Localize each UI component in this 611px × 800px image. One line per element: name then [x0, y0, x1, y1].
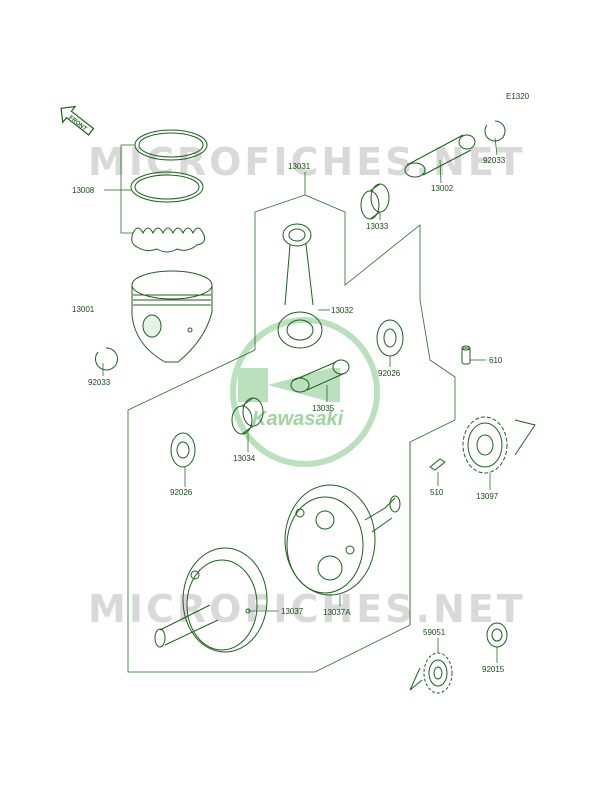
piston-ring-set: [130, 129, 208, 253]
part-label-13033: 13033: [366, 222, 389, 231]
crank-pin: [290, 359, 350, 393]
thrust-washer-right: [376, 319, 404, 357]
diagram-code: E1320: [506, 92, 530, 101]
circlip-right: [484, 120, 506, 142]
part-label-92033-right: 92033: [483, 156, 506, 165]
part-label-13035: 13035: [312, 404, 335, 413]
part-label-13008: 13008: [72, 186, 95, 195]
part-label-13034: 13034: [233, 454, 256, 463]
part-label-13032: 13032: [331, 306, 354, 315]
dowel-pin: [461, 345, 471, 365]
part-label-13001: 13001: [72, 305, 95, 314]
crank-gear: [462, 416, 536, 474]
part-label-13037A: 13037A: [323, 608, 351, 617]
part-label-13097: 13097: [476, 492, 499, 501]
kawasaki-logo-text: Kawasaki: [252, 408, 344, 430]
kawasaki-logo: Kawasaki: [230, 317, 380, 467]
connecting-rod: [277, 223, 323, 349]
piston: [131, 270, 213, 363]
front-arrow-icon: FRONT: [60, 105, 95, 136]
part-label-92026-left: 92026: [170, 488, 193, 497]
part-label-92033-left: 92033: [88, 378, 111, 387]
part-label-13002: 13002: [431, 184, 454, 193]
part-label-510: 510: [430, 488, 444, 497]
drive-gear: [409, 652, 453, 694]
watermark-bottom: MICROFICHES.NET: [88, 587, 526, 631]
woodruff-key: [429, 458, 446, 471]
circlip-left: [95, 347, 118, 371]
piston-pin: [404, 134, 476, 178]
crank-half-left: [154, 547, 268, 653]
part-label-13031: 13031: [288, 162, 311, 171]
part-label-92026-right: 92026: [378, 369, 401, 378]
big-end-bearing: [231, 397, 264, 435]
part-label-13037: 13037: [281, 607, 304, 616]
crank-half-right: [284, 484, 401, 596]
thrust-washer-left: [170, 432, 196, 468]
small-end-bearing: [360, 183, 390, 220]
part-label-59051: 59051: [423, 628, 446, 637]
part-label-610: 610: [489, 356, 503, 365]
part-label-92015: 92015: [482, 665, 505, 674]
